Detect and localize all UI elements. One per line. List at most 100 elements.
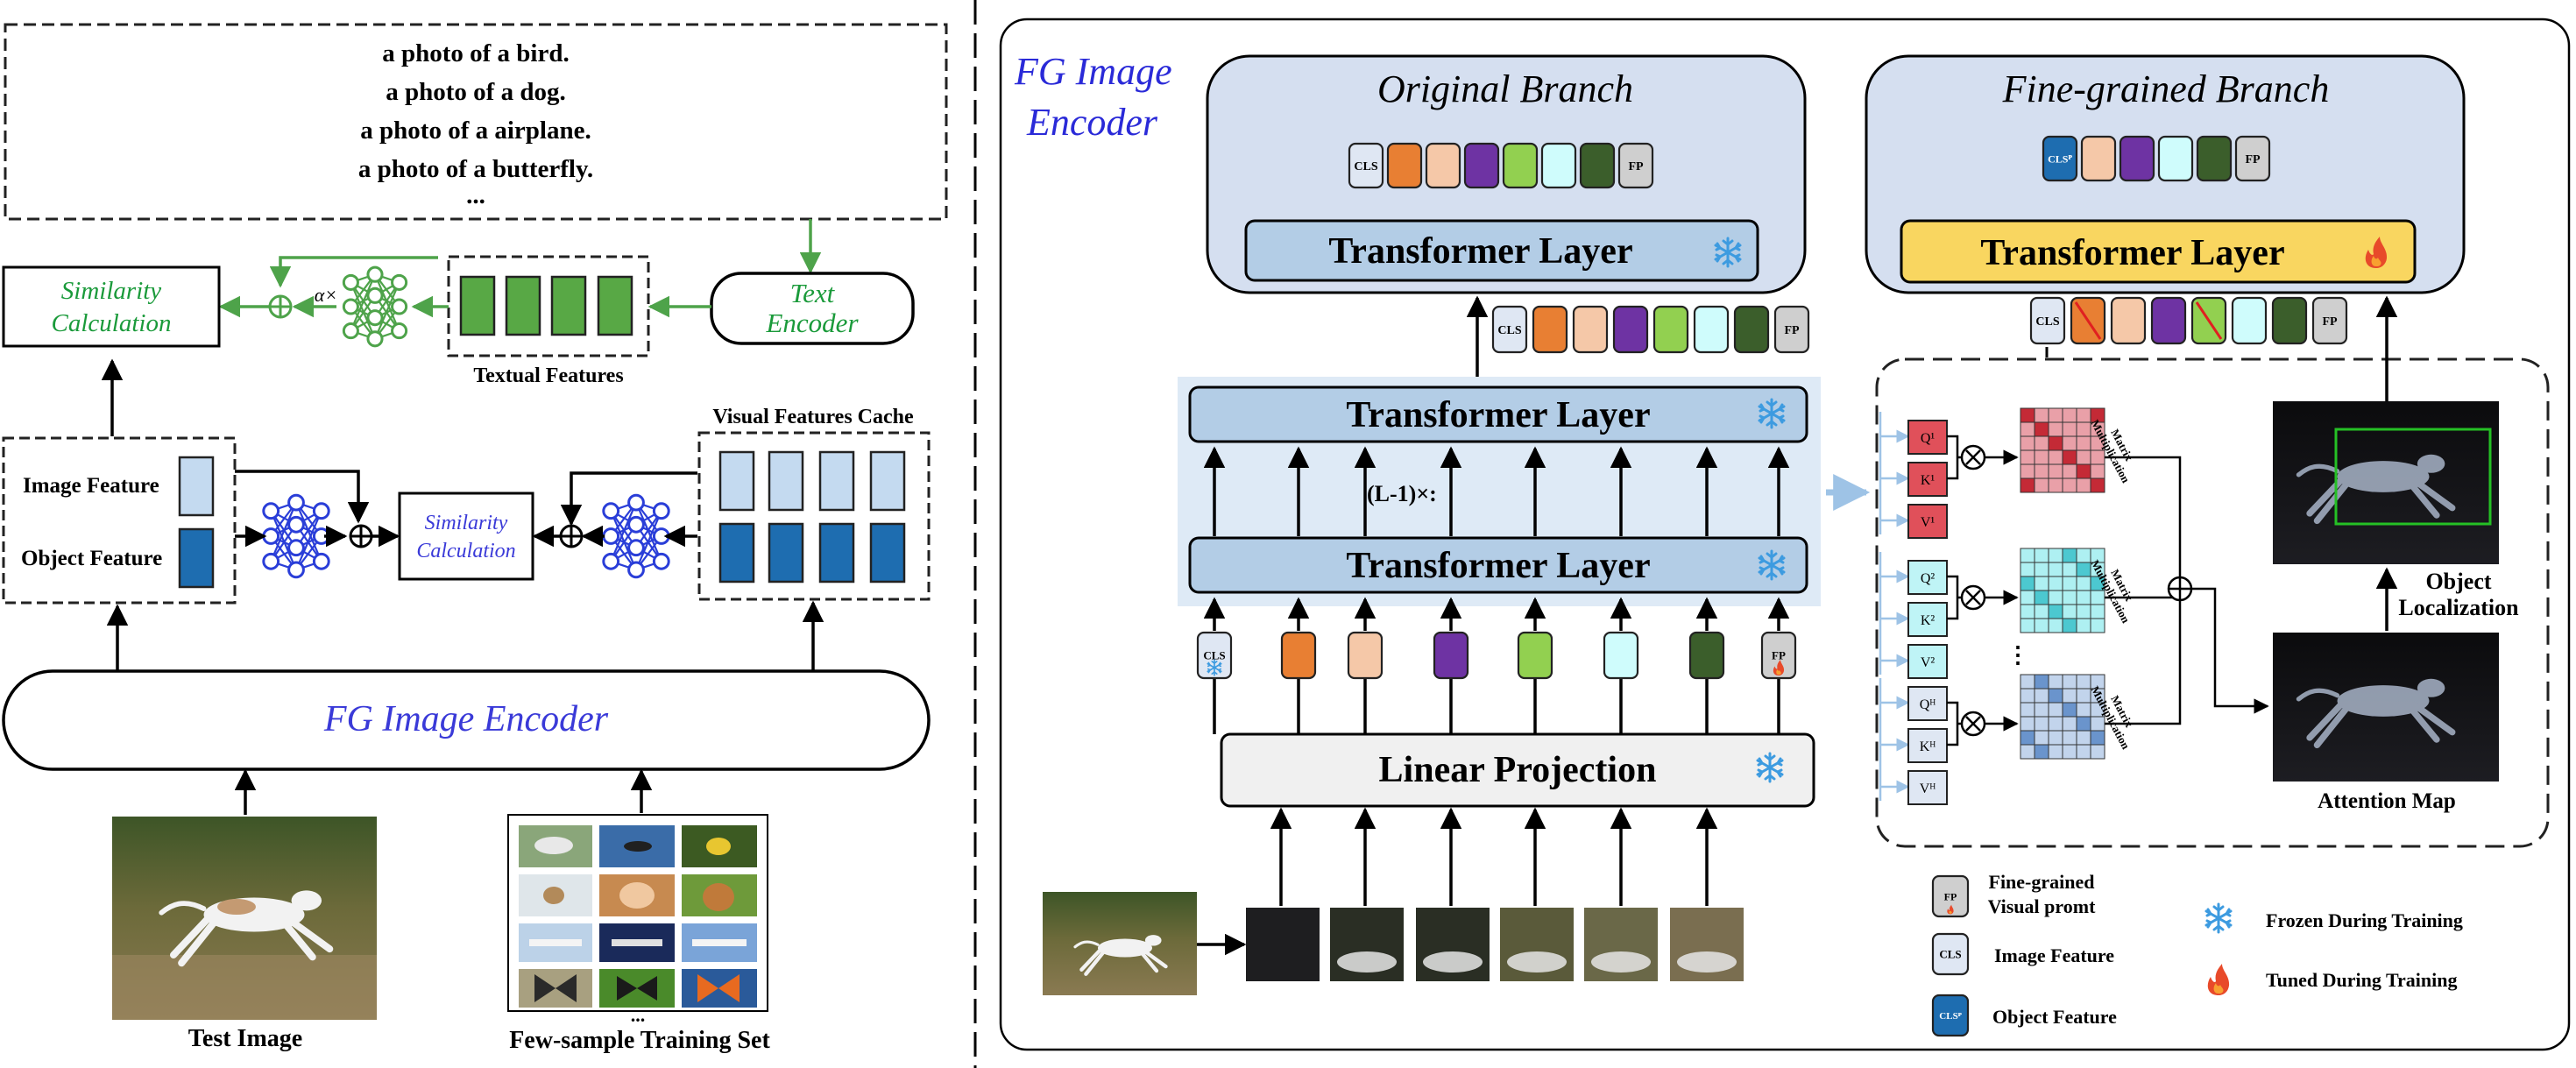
- svg-text:K²: K²: [1921, 613, 1936, 628]
- fp-token: FP: [1617, 142, 1654, 189]
- token: [2231, 296, 2268, 345]
- cls-token: CLS: [1348, 142, 1384, 189]
- token: [2080, 135, 2117, 182]
- token: [1463, 142, 1500, 189]
- cls-token: CLS: [1931, 932, 1970, 976]
- fg-image-encoder-label: FG Image Encoder: [323, 699, 609, 739]
- cls-token: CLS: [1196, 631, 1233, 680]
- svg-text:V²: V²: [1921, 655, 1936, 670]
- fg-encoder-title-1: FG Image: [1014, 50, 1172, 93]
- prompt-line-3: a photo of a airplane.: [360, 117, 591, 145]
- layer-arrows: [1203, 446, 1790, 734]
- prompt-box: [4, 23, 948, 221]
- test-image: [112, 817, 377, 1020]
- textual-features-box: [447, 255, 650, 357]
- original-branch-title: Original Branch: [1377, 67, 1633, 110]
- svg-text:FP: FP: [2322, 315, 2338, 329]
- object-feature-block: [178, 527, 215, 589]
- token: [1532, 305, 1568, 354]
- token: [1517, 631, 1553, 680]
- token: [2157, 135, 2194, 182]
- similarity-top-label-2: Calculation: [52, 309, 172, 337]
- middle-tokens: CLS FP: [1491, 305, 1810, 354]
- transformer-layer-bottom-label: Transformer Layer: [1346, 546, 1650, 586]
- finegrained-transformer-layer: [1900, 219, 2417, 284]
- plus-icon-left: [349, 524, 373, 548]
- token: [1579, 142, 1616, 189]
- svg-text:Qᴴ: Qᴴ: [1920, 697, 1936, 712]
- text-encoder-label-2: Encoder: [765, 308, 859, 338]
- arrow-cache-skip: [560, 471, 697, 527]
- object-localization-image: [2273, 401, 2499, 564]
- svg-text:FP: FP: [1772, 649, 1786, 662]
- prompt-ellipsis: ...: [466, 181, 485, 209]
- token: [1433, 631, 1469, 680]
- token: [2110, 296, 2147, 345]
- token: [1603, 631, 1639, 680]
- repeat-label: (L-1)×:: [1367, 481, 1437, 506]
- similarity-mid-label-1: Similarity: [425, 512, 508, 534]
- svg-text:Kᴴ: Kᴴ: [1920, 739, 1936, 754]
- svg-text:FP: FP: [1784, 324, 1800, 337]
- prompt-line-1: a photo of a bird.: [382, 39, 570, 67]
- token: [1502, 142, 1539, 189]
- attention-heads: Q¹K¹V¹MatrixMultiplicationQ²K²V²MatrixMu…: [1879, 407, 2269, 805]
- attention-map-label: Attention Map: [2318, 789, 2456, 813]
- attention-module-box: [1875, 357, 2550, 848]
- svg-text:CLS: CLS: [2035, 315, 2059, 329]
- legend-tuned: Tuned During Training: [2266, 969, 2457, 991]
- transformer-layer-top-label: Transformer Layer: [1346, 395, 1650, 435]
- svg-text:CLS: CLS: [1497, 324, 1521, 337]
- svg-text:FP: FP: [1944, 890, 1957, 902]
- original-branch-tokens: CLS FP: [1348, 142, 1654, 189]
- clsp-token: CLSᴾ: [1931, 994, 1970, 1037]
- arrow-skip-green: [269, 256, 438, 288]
- feature-box: [2, 436, 237, 605]
- finegrained-transformer-label: Transformer Layer: [1980, 233, 2284, 273]
- token: [1540, 142, 1577, 189]
- object-localization-label-2: Localization: [2398, 595, 2519, 620]
- legend-fp-desc-2: Visual promt: [1988, 895, 2097, 917]
- transformer-layer-bottom: [1188, 536, 1808, 594]
- similarity-box-mid: [398, 492, 534, 581]
- original-transformer-label: Transformer Layer: [1328, 231, 1632, 272]
- svg-text:CLSᴾ: CLSᴾ: [1939, 1011, 1962, 1022]
- blue-network-icon-right: [602, 493, 670, 579]
- arrow-image-feature-to-plus: [235, 470, 370, 524]
- svg-text:Q²: Q²: [1921, 571, 1936, 586]
- svg-text:FP: FP: [2245, 153, 2261, 166]
- finegrained-branch-title: Fine-grained Branch: [2002, 67, 2330, 110]
- original-transformer-layer: [1244, 219, 1759, 282]
- token: [1425, 142, 1461, 189]
- plus-icon-right: [559, 524, 584, 548]
- visual-cache-box: [697, 431, 931, 601]
- linear-projection-label: Linear Projection: [1379, 750, 1657, 790]
- token: [2119, 135, 2155, 182]
- text-encoder-box: [710, 272, 915, 345]
- text-encoder-label-1: Text: [790, 278, 836, 308]
- svg-text:Vᴴ: Vᴴ: [1920, 782, 1936, 796]
- svg-text:⋮: ⋮: [2006, 642, 2029, 668]
- legend-fp-desc-1: Fine-grained: [1989, 871, 2095, 893]
- textual-feature-blocks: [459, 275, 633, 336]
- svg-text:FP: FP: [1628, 160, 1644, 173]
- attention-map-image: [2273, 633, 2499, 782]
- legend-frozen: Frozen During Training: [2266, 909, 2463, 931]
- blue-network-icon-left: [262, 493, 330, 579]
- textual-features-label: Textual Features: [473, 364, 623, 387]
- svg-text:K¹: K¹: [1921, 473, 1936, 488]
- fp-token: FP: [1931, 874, 1970, 918]
- visual-cache-label: Visual Features Cache: [712, 406, 914, 428]
- object-localization-label-1: Object: [2425, 569, 2491, 594]
- svg-text:CLS: CLS: [1354, 160, 1377, 173]
- prompt-line-2: a photo of a dog.: [386, 78, 565, 106]
- token: [1693, 305, 1730, 354]
- token: [2150, 296, 2187, 345]
- prompt-line-4: a photo of a butterfly.: [358, 155, 593, 183]
- cls-token: CLS: [1491, 305, 1528, 354]
- similarity-mid-label-2: Calculation: [416, 540, 515, 562]
- token: [1733, 305, 1770, 354]
- similarity-top-label-1: Similarity: [61, 277, 162, 305]
